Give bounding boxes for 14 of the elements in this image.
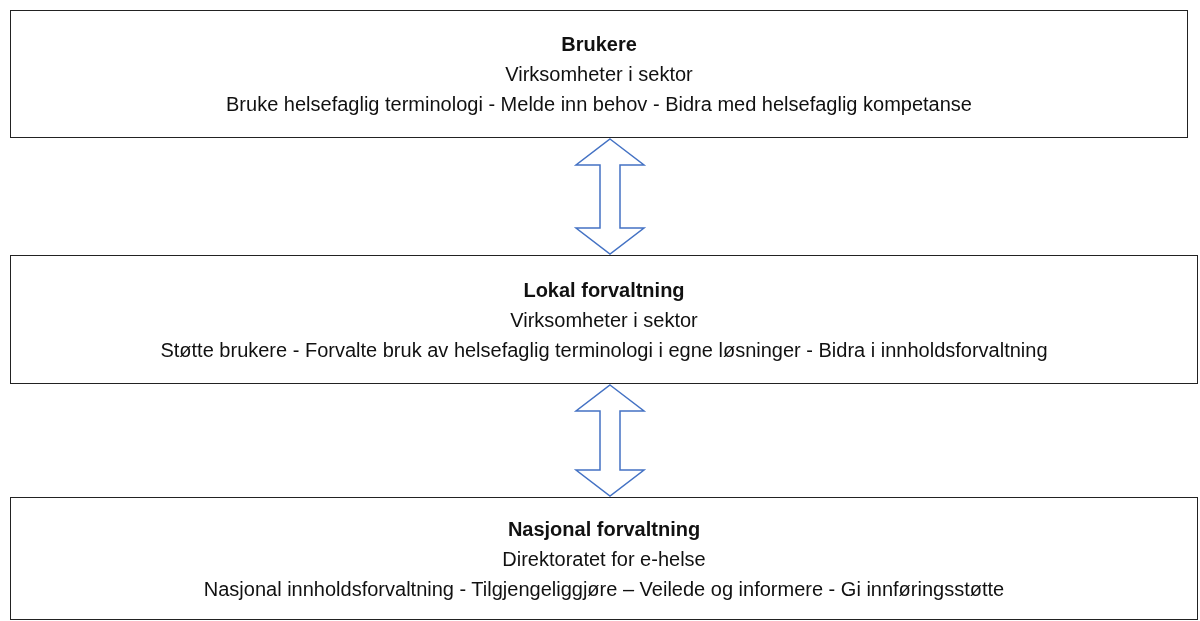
node-subtitle: Direktoratet for e-helse [501, 546, 707, 572]
node-heading: Brukere [560, 32, 638, 57]
node-subtitle: Virksomheter i sektor [509, 307, 699, 333]
node-heading: Lokal forvaltning [522, 277, 686, 303]
process-box [10, 10, 1188, 138]
double-block-arrow [573, 138, 647, 255]
node-description: Støtte brukere - Forvalte bruk av helsefaglig terminologi i egne løsninger - Bidra i innholdsforvaltning [159, 337, 1049, 363]
node-description: Nasjonal innholdsforvaltning - Tilgjengeliggjøre – Veilede og informere - Gi innføringsstøtte [202, 576, 1006, 602]
process-box [10, 255, 1198, 384]
process-box [10, 497, 1198, 620]
double-block-arrow [573, 384, 647, 497]
node-description: Bruke helsefaglig terminologi - Melde inn behov - Bidra med helsefaglig kompetanse [225, 92, 973, 117]
node-heading: Nasjonal forvaltning [506, 516, 702, 542]
node-subtitle: Virksomheter i sektor [504, 62, 694, 87]
